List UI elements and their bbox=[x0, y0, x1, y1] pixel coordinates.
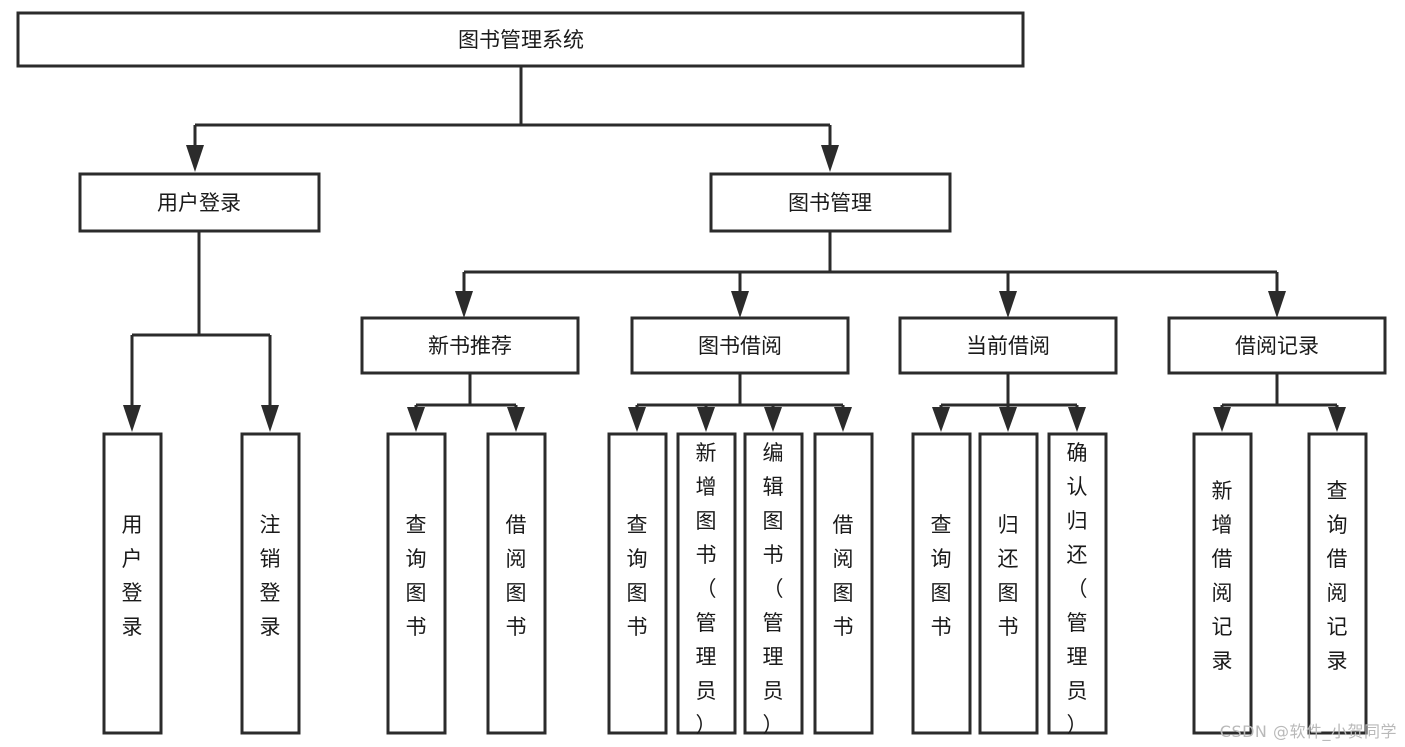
node-leaf-confirm-return[interactable]: 确认归还（管理员） bbox=[1047, 432, 1108, 737]
node-leaf-user-login[interactable]: 用户登录 bbox=[102, 432, 163, 735]
node-book-borrow-label: 图书借阅 bbox=[698, 334, 782, 358]
arrow-head-icon bbox=[834, 407, 852, 432]
node-leaf-confirm-return-label: 确认归还（管理员） bbox=[1067, 441, 1088, 737]
node-leaf-add-record-box[interactable] bbox=[1192, 432, 1253, 735]
arrow-head-icon bbox=[999, 407, 1017, 432]
arrow-head-icon bbox=[507, 407, 525, 432]
node-leaf-logout-box[interactable] bbox=[240, 432, 301, 735]
node-leaf-return-book-label: 归还图书 bbox=[998, 513, 1019, 639]
connector-userlogin-to-leaves bbox=[123, 232, 279, 432]
node-user-login-box[interactable] bbox=[78, 172, 321, 233]
arrow-head-icon bbox=[123, 405, 141, 432]
node-borrow-record-box[interactable] bbox=[1167, 316, 1387, 375]
arrow-head-icon bbox=[932, 407, 950, 432]
arrow-head-icon bbox=[1068, 407, 1086, 432]
node-leaf-logout[interactable]: 注销登录 bbox=[240, 432, 301, 735]
node-leaf-confirm-return-box[interactable] bbox=[1047, 432, 1108, 735]
node-leaf-query-book-3-box[interactable] bbox=[911, 432, 972, 735]
node-leaf-add-book[interactable]: 新增图书（管理员） bbox=[676, 432, 737, 737]
node-leaf-return-book[interactable]: 归还图书 bbox=[978, 432, 1039, 735]
node-leaf-query-book-1-box[interactable] bbox=[386, 432, 447, 735]
node-leaf-add-record[interactable]: 新增借阅记录 bbox=[1192, 432, 1253, 735]
node-leaf-query-book-3[interactable]: 查询图书 bbox=[911, 432, 972, 735]
arrow-head-icon bbox=[821, 145, 839, 172]
connector-root-to-level2 bbox=[186, 66, 839, 172]
node-leaf-query-book-2-box[interactable] bbox=[607, 432, 668, 735]
node-leaf-add-record-label: 新增借阅记录 bbox=[1212, 479, 1233, 673]
node-book-manage-label: 图书管理 bbox=[788, 191, 872, 215]
node-user-login-label: 用户登录 bbox=[157, 191, 241, 215]
connector-currentborrow-to-leaves bbox=[932, 374, 1086, 432]
node-root-box[interactable] bbox=[16, 11, 1025, 68]
arrow-head-icon bbox=[1328, 407, 1346, 432]
node-leaf-user-login-box[interactable] bbox=[102, 432, 163, 735]
node-new-book-rec[interactable]: 新书推荐 bbox=[360, 316, 580, 375]
node-new-book-rec-box[interactable] bbox=[360, 316, 580, 375]
node-borrow-record-label: 借阅记录 bbox=[1235, 334, 1319, 358]
node-leaf-query-book-1[interactable]: 查询图书 bbox=[386, 432, 447, 735]
node-current-borrow-box[interactable] bbox=[898, 316, 1118, 375]
arrow-head-icon bbox=[628, 407, 646, 432]
node-leaf-query-record-box[interactable] bbox=[1307, 432, 1368, 735]
node-leaf-borrow-book-1-label: 借阅图书 bbox=[506, 513, 527, 639]
node-user-login[interactable]: 用户登录 bbox=[78, 172, 321, 233]
node-root[interactable]: 图书管理系统 bbox=[16, 11, 1025, 68]
connector-bookmanage-to-level3 bbox=[455, 232, 1286, 318]
csdn-watermark: CSDN @软件_小贺同学 bbox=[1219, 722, 1397, 741]
node-leaf-borrow-book-2[interactable]: 借阅图书 bbox=[813, 432, 874, 735]
node-leaf-logout-label: 注销登录 bbox=[260, 513, 281, 639]
connector-bookborrow-to-leaves bbox=[628, 374, 852, 432]
arrow-head-icon bbox=[697, 407, 715, 432]
arrow-head-icon bbox=[731, 291, 749, 318]
node-borrow-record[interactable]: 借阅记录 bbox=[1167, 316, 1387, 375]
connector-borrowrecord-to-leaves bbox=[1213, 374, 1346, 432]
node-leaf-query-record[interactable]: 查询借阅记录 bbox=[1307, 432, 1368, 735]
node-leaf-add-book-box[interactable] bbox=[676, 432, 737, 735]
node-leaf-borrow-book-2-label: 借阅图书 bbox=[833, 513, 854, 639]
node-leaf-borrow-book-2-box[interactable] bbox=[813, 432, 874, 735]
node-book-borrow-box[interactable] bbox=[630, 316, 850, 375]
arrow-head-icon bbox=[186, 145, 204, 172]
node-current-borrow[interactable]: 当前借阅 bbox=[898, 316, 1118, 375]
node-leaf-edit-book-label: 编辑图书（管理员） bbox=[763, 441, 784, 737]
node-leaf-query-book-1-label: 查询图书 bbox=[406, 513, 427, 639]
node-leaf-return-book-box[interactable] bbox=[978, 432, 1039, 735]
node-leaf-borrow-book-1[interactable]: 借阅图书 bbox=[486, 432, 547, 735]
arrow-head-icon bbox=[407, 407, 425, 432]
node-current-borrow-label: 当前借阅 bbox=[966, 334, 1050, 358]
connector-newbook-to-leaves bbox=[407, 374, 525, 432]
node-root-label: 图书管理系统 bbox=[458, 28, 584, 52]
arrow-head-icon bbox=[1268, 291, 1286, 318]
node-leaf-query-record-label: 查询借阅记录 bbox=[1327, 479, 1348, 673]
node-leaf-borrow-book-1-box[interactable] bbox=[486, 432, 547, 735]
node-leaf-add-book-label: 新增图书（管理员） bbox=[696, 441, 717, 737]
node-book-manage-box[interactable] bbox=[709, 172, 952, 233]
node-leaf-edit-book-box[interactable] bbox=[743, 432, 804, 735]
arrow-head-icon bbox=[764, 407, 782, 432]
node-leaf-query-book-2[interactable]: 查询图书 bbox=[607, 432, 668, 735]
arrow-head-icon bbox=[261, 405, 279, 432]
node-book-borrow[interactable]: 图书借阅 bbox=[630, 316, 850, 375]
node-book-manage[interactable]: 图书管理 bbox=[709, 172, 952, 233]
arrow-head-icon bbox=[1213, 407, 1231, 432]
arrow-head-icon bbox=[455, 291, 473, 318]
node-leaf-edit-book[interactable]: 编辑图书（管理员） bbox=[743, 432, 804, 737]
node-leaf-user-login-label: 用户登录 bbox=[122, 513, 143, 639]
node-leaf-query-book-2-label: 查询图书 bbox=[627, 513, 648, 639]
node-new-book-rec-label: 新书推荐 bbox=[428, 334, 512, 358]
arrow-head-icon bbox=[999, 291, 1017, 318]
node-leaf-query-book-3-label: 查询图书 bbox=[931, 513, 952, 639]
